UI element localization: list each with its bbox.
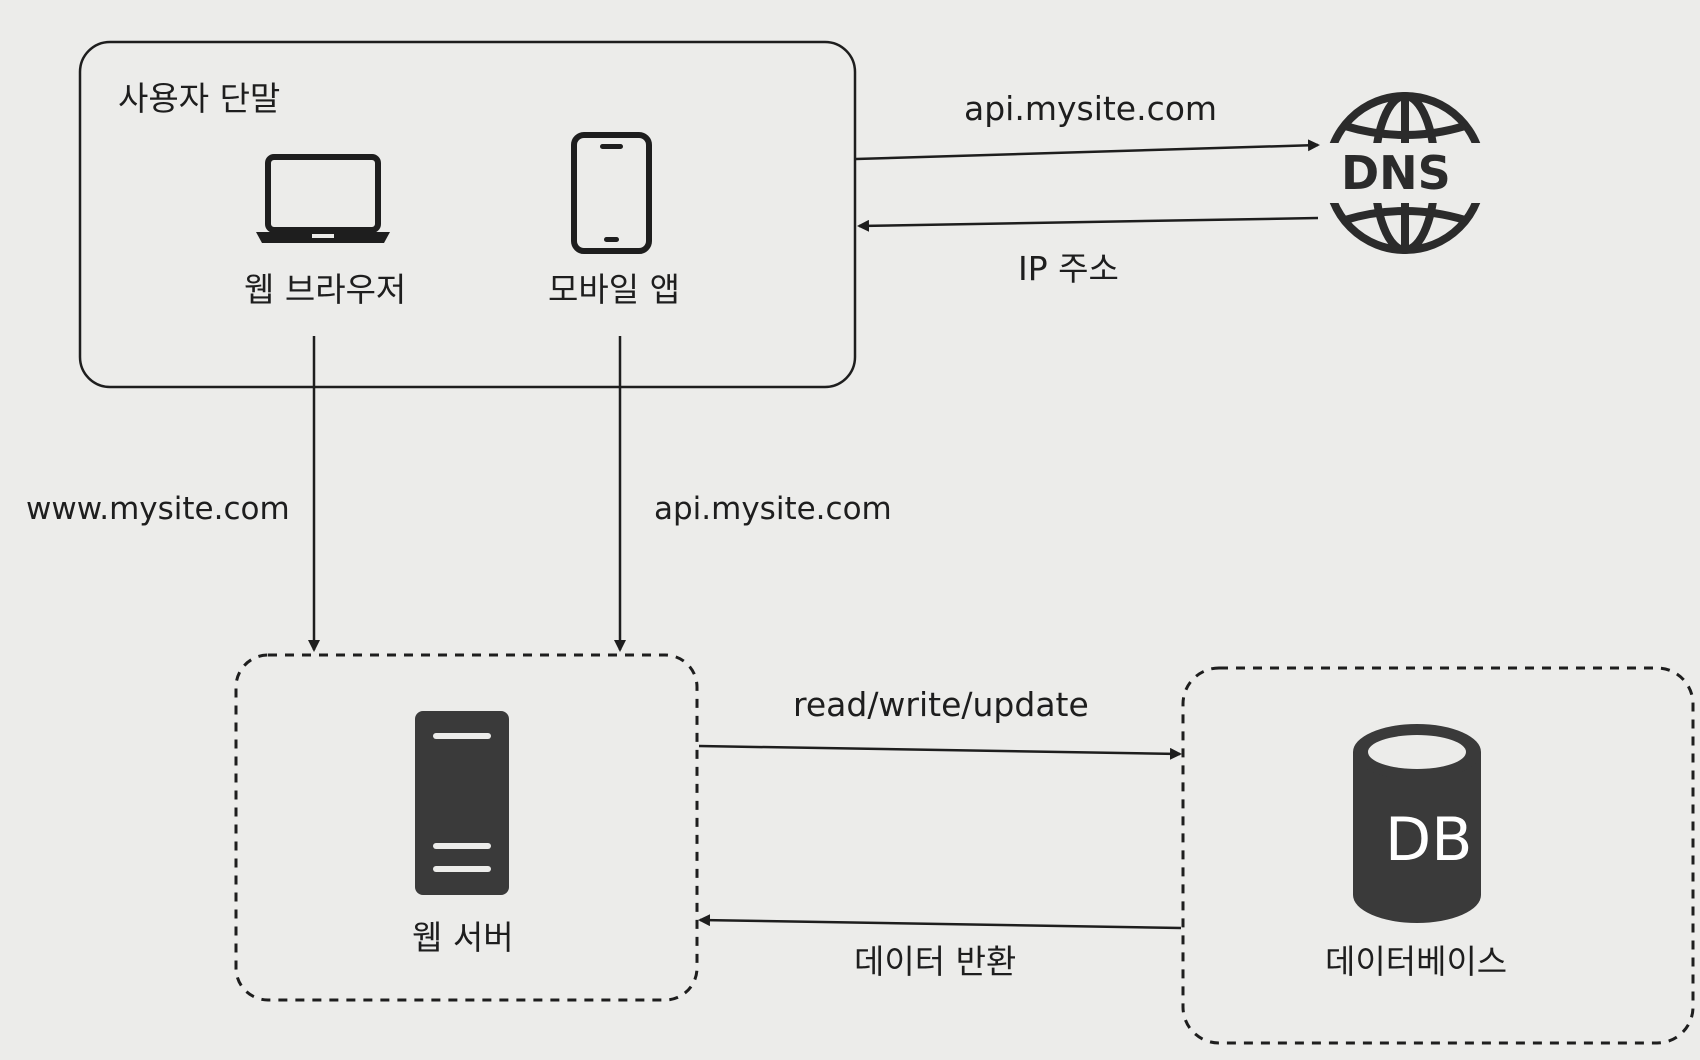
client-group-title: 사용자 단말 <box>118 79 281 118</box>
data-return-label: 데이터 반환 <box>854 942 1017 981</box>
database-cylinder-icon <box>1353 724 1481 923</box>
mobile-phone-icon <box>571 132 652 254</box>
arrow-server-to-db <box>698 744 1182 760</box>
dns-globe-icon <box>1321 92 1489 254</box>
dns-icon-text: DNS <box>1341 146 1451 200</box>
dns-request-label: api.mysite.com <box>964 89 1218 128</box>
database-label: 데이터베이스 <box>1325 942 1508 981</box>
web-server-label: 웹 서버 <box>412 918 514 957</box>
mobile-app-label: 모바일 앱 <box>548 270 680 309</box>
app-url-label: api.mysite.com <box>654 491 892 527</box>
laptop-icon <box>256 154 390 243</box>
db-icon-text: DB <box>1385 805 1473 875</box>
browser-url-label: www.mysite.com <box>26 491 290 527</box>
client-group-box <box>78 40 857 389</box>
dns-response-label: IP 주소 <box>1018 249 1119 288</box>
arrow-db-to-server <box>698 914 1182 930</box>
database-box <box>1181 666 1695 1045</box>
arrow-client-to-dns <box>855 139 1320 161</box>
web-server-box <box>234 653 699 1002</box>
server-icon <box>415 711 509 895</box>
arrow-dns-to-client <box>857 216 1319 232</box>
web-browser-label: 웹 브라우저 <box>244 270 407 309</box>
read-write-update-label: read/write/update <box>793 685 1089 724</box>
